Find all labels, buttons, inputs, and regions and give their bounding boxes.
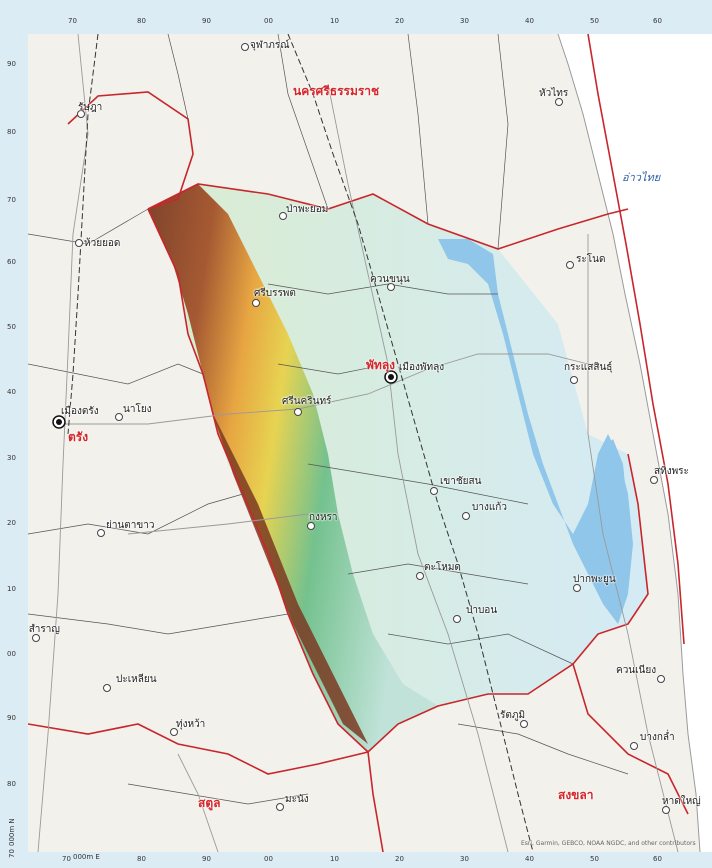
coastline — [557, 34, 701, 852]
place-kong-ra: กงหรา — [309, 512, 338, 523]
railway — [287, 34, 534, 852]
capital-markers — [52, 370, 398, 429]
place-na-yong: นาโยง — [123, 404, 152, 415]
place-rattaphum: รัตภูมิ — [500, 710, 526, 721]
grid-tick-left: 80 — [7, 128, 16, 136]
place-thung-wa: ทุ่งหว้า — [176, 719, 206, 730]
grid-tick-bottom: 00 — [264, 855, 273, 863]
border-phatthalung-north — [147, 183, 629, 250]
border-songkhla — [367, 751, 384, 852]
mountain-ridge — [148, 184, 438, 752]
province-phatthalung: พัทลุง — [366, 358, 396, 372]
grid-tick-left: 50 — [7, 323, 16, 331]
mountain-ridge-dark — [213, 414, 368, 744]
grid-tick-top: 50 — [590, 17, 599, 25]
place-mueang-trang: เมืองตรัง — [61, 406, 99, 417]
border-satun — [28, 723, 369, 775]
place-hat-yai: หาดใหญ่ — [662, 796, 701, 807]
songkhla-lake — [438, 239, 633, 624]
grid-tick-bottom: 60 — [653, 855, 662, 863]
place-ratsada: รัษฎา — [78, 102, 103, 113]
grid-tick-bottom: 50 — [590, 855, 599, 863]
grid-tick-top: 80 — [137, 17, 146, 25]
province-trang: ตรัง — [68, 430, 89, 444]
place-si-banphot: ศรีบรรพต — [254, 288, 296, 299]
grid-tick-left: 90 — [7, 60, 16, 68]
grid-tick-bottom: 20 — [395, 855, 404, 863]
place-ranot: ระโนด — [576, 254, 606, 265]
province-songkhla: สงขลา — [558, 788, 594, 802]
border-songkhla-east — [572, 663, 689, 815]
grid-tick-bottom: 10 — [330, 855, 339, 863]
grid-tick-left: 70 — [7, 196, 16, 204]
grid-tick-top: 90 — [202, 17, 211, 25]
place-khuan-niang: ควนเนียง — [616, 665, 657, 676]
grid-tick-left: 60 — [7, 258, 16, 266]
place-khuan-khanun: ควนขนุน — [370, 274, 410, 285]
place-hua-sai: หัวไทร — [539, 88, 569, 99]
grid-tick-left: 40 — [7, 388, 16, 396]
grid-tick-bottom: 80 — [137, 855, 146, 863]
district-borders — [28, 34, 629, 805]
sea-area — [558, 34, 712, 852]
grid-bottom-unit: 000m E — [73, 853, 100, 861]
map-canvas[interactable]: อ่าวไทย นครศรีธรรมราช พัทลุง ตรัง สตูล ส… — [28, 34, 712, 852]
province-satun: สตูล — [198, 796, 221, 810]
grid-tick-top: 10 — [330, 17, 339, 25]
place-bang-kaeo: บางแก้ว — [472, 502, 507, 513]
grid-tick-left: 30 — [7, 454, 16, 462]
place-palian: ปะเหลียน — [116, 674, 157, 685]
place-yan-ta-khao: ย่านตาขาว — [106, 520, 155, 531]
grid-tick-top: 20 — [395, 17, 404, 25]
grid-left-corner-unit: 000m N — [8, 818, 16, 846]
border-coast-red — [587, 34, 685, 645]
place-chulabhorn: จุฬาภรณ์ — [250, 40, 290, 51]
place-huai-yot: ห้วยยอด — [84, 238, 121, 249]
grid-tick-top: 00 — [264, 17, 273, 25]
map-graphic — [28, 34, 712, 852]
grid-tick-bottom: 90 — [202, 855, 211, 863]
grid-tick-bottom: 30 — [460, 855, 469, 863]
place-srinagarindra: ศรีนครินทร์ — [282, 396, 332, 407]
grid-tick-left: 20 — [7, 519, 16, 527]
grid-tick-left: 10 — [7, 585, 16, 593]
grid-left-corner-value: 70 — [8, 849, 16, 858]
place-manang: มะนัง — [285, 794, 309, 805]
grid-tick-bottom: 40 — [525, 855, 534, 863]
sea-label: อ่าวไทย — [622, 171, 661, 184]
lake-inner — [596, 439, 628, 604]
place-pa-bon: ป่าบอน — [466, 605, 498, 616]
railway-west — [67, 34, 99, 435]
grid-tick-top: 40 — [525, 17, 534, 25]
grid-tick-top: 70 — [68, 17, 77, 25]
place-krasae-sin: กระแสสินธุ์ — [564, 362, 613, 373]
place-bang-klam: บางกล่ำ — [640, 732, 675, 743]
place-markers — [32, 43, 670, 814]
grid-tick-left: 80 — [7, 780, 16, 788]
map-credit: Esri, Garmin, GEBCO, NOAA NGDC, and othe… — [521, 840, 696, 847]
place-mueang-phatthalung: เมืองพัทลุง — [399, 362, 445, 373]
grid-bottom-first: 70 — [62, 855, 71, 863]
grid-tick-left: 90 — [7, 714, 16, 722]
place-tamot: ตะโหมด — [424, 562, 461, 573]
place-sathing-phra: สทิงพระ — [654, 466, 689, 477]
place-hat-samran: หาดสำราญ — [28, 624, 60, 635]
grid-tick-left: 00 — [7, 650, 16, 658]
place-pa-phayom: ป่าพะยอม — [286, 204, 329, 215]
province-nakhon-si-thammarat: นครศรีธรรมราช — [293, 84, 380, 98]
grid-tick-top: 30 — [460, 17, 469, 25]
grid-tick-top: 60 — [653, 17, 662, 25]
place-khao-chaison: เขาชัยสน — [440, 476, 482, 487]
place-pak-phayun: ปากพะยูน — [573, 574, 616, 585]
